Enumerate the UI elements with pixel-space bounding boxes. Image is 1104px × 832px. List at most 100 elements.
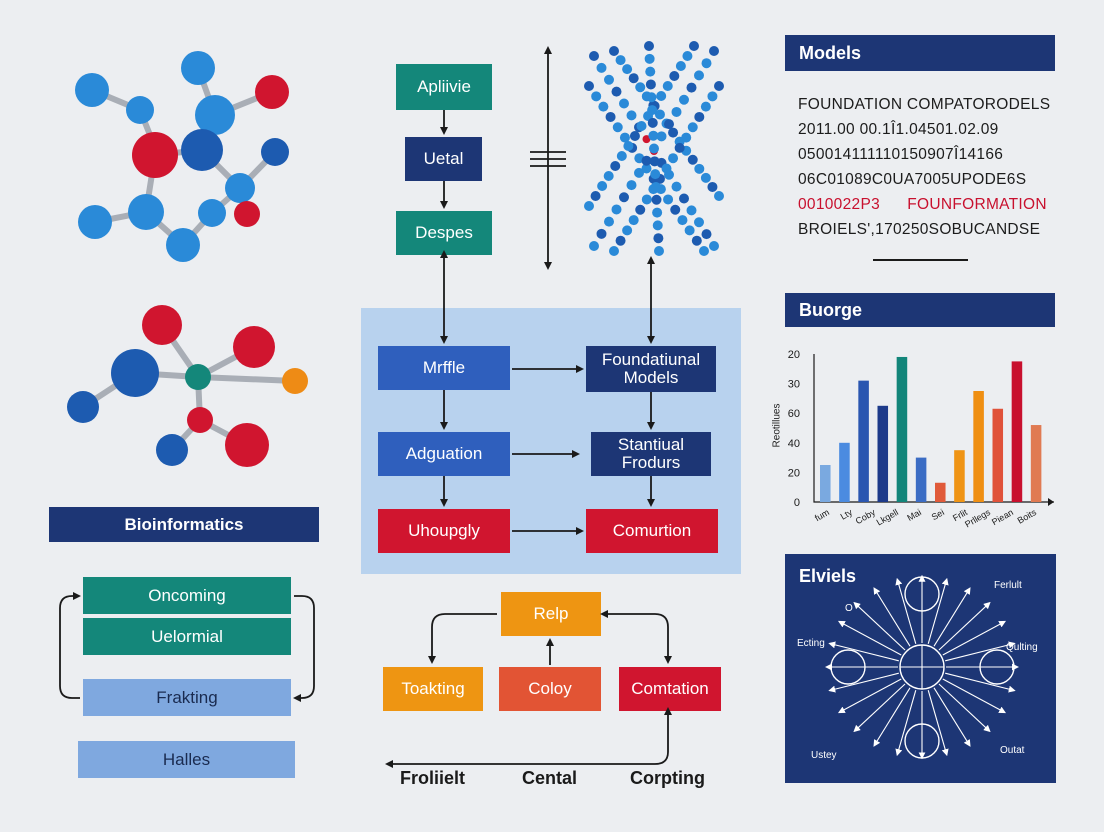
network-spoke xyxy=(933,687,971,747)
models-line-1: FOUNDATION COMPATORODELS xyxy=(798,96,1051,113)
lattice-bead xyxy=(701,58,712,69)
network-label-4: Qulting xyxy=(1006,642,1038,653)
lattice-bead xyxy=(591,91,602,102)
chart-bar xyxy=(820,465,831,502)
network-diagram xyxy=(825,574,1019,760)
lattice-bead xyxy=(645,66,656,77)
bio-item-4[interactable]: Halles xyxy=(78,741,295,778)
network-label-5: Ustey xyxy=(811,750,837,761)
lattice-bead xyxy=(684,225,695,236)
lattice-bead xyxy=(611,86,622,97)
lattice-bead xyxy=(652,207,663,218)
flow-box-left-2[interactable]: Adguation xyxy=(378,432,510,476)
lattice-bead xyxy=(604,216,614,227)
lattice-bead xyxy=(634,167,644,178)
lattice-bead xyxy=(611,204,622,215)
lattice-bead xyxy=(663,194,674,205)
cycle-box-right[interactable]: Comtation xyxy=(619,667,721,711)
flow-box-right-3[interactable]: Comurtion xyxy=(586,509,718,553)
cycle-label-2: Cental xyxy=(522,768,578,788)
flow-box-left-3[interactable]: Uhoupgly xyxy=(378,509,510,553)
lattice-bead xyxy=(598,101,609,112)
network-spoke xyxy=(837,678,902,714)
chart-bar xyxy=(839,442,850,502)
chart-bar xyxy=(1030,425,1042,502)
network-spoke xyxy=(938,601,991,651)
models-divider xyxy=(873,259,968,261)
models-header: Models xyxy=(785,35,1055,71)
lattice-bead xyxy=(687,122,698,133)
chart-bar xyxy=(915,457,927,502)
lattice-bead xyxy=(670,204,681,215)
flow-box-top-3[interactable]: Despes xyxy=(396,211,492,255)
flow-box-top-2[interactable]: Uetal xyxy=(405,137,482,181)
chart-xtick-label: Coby xyxy=(854,507,878,526)
lattice-bead xyxy=(694,217,704,228)
lattice-bead xyxy=(604,74,614,85)
bio-item-3[interactable]: Frakting xyxy=(83,679,291,716)
lattice-bead xyxy=(694,70,704,81)
lattice-bead xyxy=(589,241,599,251)
lattice-bead xyxy=(654,109,665,120)
lattice-bead xyxy=(646,92,657,103)
lattice-bead xyxy=(687,154,698,165)
network-title: Elviels xyxy=(799,566,857,586)
lattice-bead xyxy=(677,215,688,226)
cycle-label-3: Corpting xyxy=(630,768,705,788)
chart-title: Buorge xyxy=(799,299,862,320)
lattice-bead xyxy=(603,171,614,181)
lattice-bead xyxy=(615,55,626,66)
lattice-bead xyxy=(656,131,667,142)
lattice-bead xyxy=(641,194,652,205)
lattice-bead xyxy=(619,192,629,203)
network-spoke xyxy=(873,687,911,747)
lattice-bead xyxy=(619,132,630,143)
network-spoke xyxy=(895,690,917,757)
lattice-bead xyxy=(628,73,639,84)
lattice-bead xyxy=(642,135,651,144)
lattice-bead xyxy=(714,191,724,201)
lattice-bead xyxy=(628,215,639,226)
lattice-bead xyxy=(626,110,637,121)
lattice-bead xyxy=(707,181,718,192)
cycle-box-top[interactable]: Relp xyxy=(501,592,601,636)
chart-xtick-label: Lty xyxy=(839,507,855,522)
lattice-bead xyxy=(700,172,711,183)
chart-ytick-label: 60 xyxy=(788,408,800,420)
flow-box-top-1[interactable]: Apliivie xyxy=(396,64,492,110)
network-spoke xyxy=(895,577,917,644)
lattice-bead xyxy=(622,225,633,236)
flow-box-left-1[interactable]: Mrffle xyxy=(378,346,510,390)
lattice-bead xyxy=(636,121,647,131)
cycle-box-left[interactable]: Toakting xyxy=(383,667,483,711)
chart-xtick-label: Sei xyxy=(930,507,946,522)
flow-box-right-2[interactable]: Stantiual Frodurs xyxy=(591,432,711,476)
lattice-bead xyxy=(650,181,661,192)
lattice-bead xyxy=(644,41,654,51)
lattice-bead xyxy=(649,156,660,167)
bio-item-1[interactable]: Oncoming xyxy=(83,577,291,614)
lattice-bead xyxy=(709,241,719,251)
lattice-bead xyxy=(619,98,629,109)
lattice-bead xyxy=(694,111,705,122)
network-spoke xyxy=(945,672,1016,693)
lattice-bead xyxy=(641,155,652,166)
chart-bar xyxy=(992,408,1004,502)
lattice-bead xyxy=(609,46,619,56)
flow-box-right-1[interactable]: Foundatiunal Models xyxy=(586,346,716,392)
lattice-bead xyxy=(694,163,705,174)
network-spoke xyxy=(942,620,1007,656)
lattice-bead xyxy=(647,105,658,116)
lattice-bead xyxy=(675,61,686,71)
lattice-bead xyxy=(700,101,711,112)
lattice-bead xyxy=(615,235,626,246)
lattice-bead xyxy=(699,246,709,256)
cycle-box-middle[interactable]: Coloy xyxy=(499,667,601,711)
lattice-bead xyxy=(649,143,659,154)
models-line-4: 06C01089C0UA7005UPODE6S xyxy=(798,171,1027,188)
network-spoke xyxy=(828,641,899,662)
bio-item-2[interactable]: Uelormial xyxy=(83,618,291,655)
